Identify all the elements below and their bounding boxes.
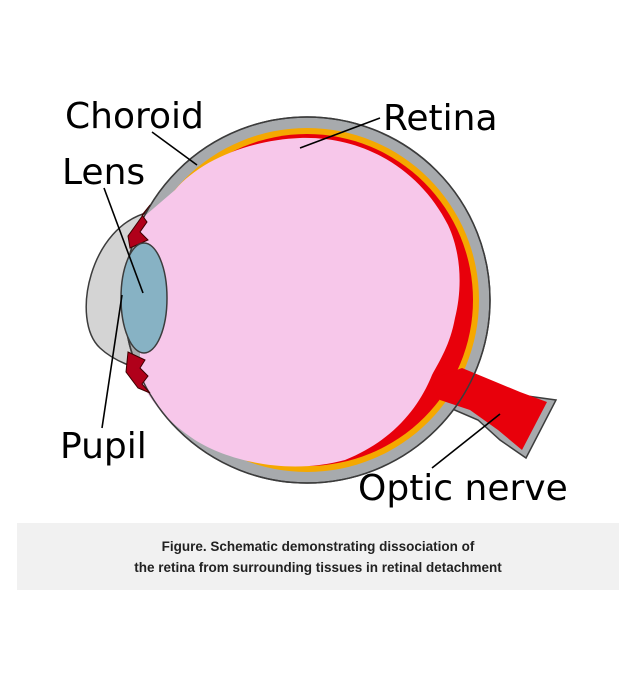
label-optic-nerve: Optic nerve: [358, 468, 568, 509]
caption-line-1: Figure. Schematic demonstrating dissocia…: [161, 538, 475, 554]
lens: [120, 242, 168, 354]
caption-line-2: the retina from surrounding tissues in r…: [134, 559, 502, 575]
label-choroid: Choroid: [65, 96, 204, 137]
leader-retina: [299, 117, 381, 149]
leader-pupil: [101, 294, 123, 429]
leader-lens: [103, 187, 144, 294]
figure-caption: Figure. Schematic demonstrating dissocia…: [17, 523, 619, 590]
leader-choroid: [151, 131, 198, 166]
label-retina: Retina: [383, 98, 498, 139]
label-pupil: Pupil: [60, 426, 147, 467]
vitreous-body: [140, 137, 460, 467]
iris-lower: [125, 351, 151, 394]
leader-optic-nerve: [431, 413, 501, 469]
optic-nerve-core: [430, 368, 547, 450]
eye-diagram: Choroid Retina Lens Pupil Optic nerve: [60, 96, 568, 509]
label-lens: Lens: [62, 152, 145, 193]
iris-upper: [127, 204, 151, 249]
